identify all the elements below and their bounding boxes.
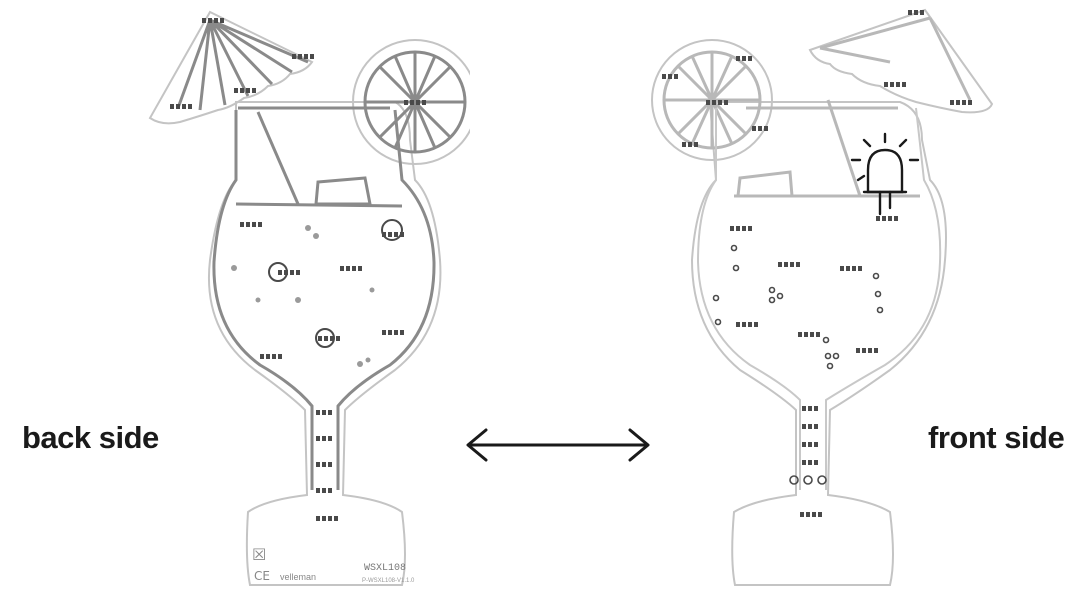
led-pad xyxy=(404,100,426,105)
led-pad xyxy=(234,88,256,93)
led-pad xyxy=(240,222,262,227)
led-pad xyxy=(340,266,362,271)
small-vias xyxy=(712,244,884,485)
led-pad xyxy=(278,270,300,275)
board-outline xyxy=(651,8,994,586)
led-pad xyxy=(170,104,192,109)
led-pad xyxy=(292,54,314,59)
board-outline xyxy=(148,10,470,586)
led-pad xyxy=(316,436,332,441)
back-side-board: ☒ CE velleman WSXL108 P-WSXL108-V1.1.0 xyxy=(148,10,470,586)
ring-pads xyxy=(268,219,403,348)
led-pad xyxy=(202,18,224,23)
led-pads xyxy=(170,18,426,521)
copper-traces xyxy=(176,18,467,490)
brand-mark: velleman xyxy=(280,572,316,582)
led-pad xyxy=(382,330,404,335)
ce-mark: CE xyxy=(254,569,270,583)
led-pad xyxy=(318,336,340,341)
led-pads xyxy=(662,10,972,517)
pcb-code: P-WSXL108-V1.1.0 xyxy=(362,578,415,584)
led-bulb-icon xyxy=(850,132,920,216)
led-pad xyxy=(316,516,338,521)
front-side-label: front side xyxy=(928,420,1065,455)
product-code: WSXL108 xyxy=(364,563,406,574)
double-arrow-icon xyxy=(466,428,650,462)
back-side-label: back side xyxy=(22,420,159,455)
led-pad xyxy=(316,488,332,493)
vias xyxy=(231,225,375,367)
led-pad xyxy=(260,354,282,359)
led-pad xyxy=(316,410,332,415)
front-side-board xyxy=(651,8,994,586)
weee-mark: ☒ xyxy=(252,545,266,564)
glass-inner xyxy=(696,107,942,490)
led-pad xyxy=(316,462,332,467)
front-silkscreen xyxy=(662,16,972,198)
